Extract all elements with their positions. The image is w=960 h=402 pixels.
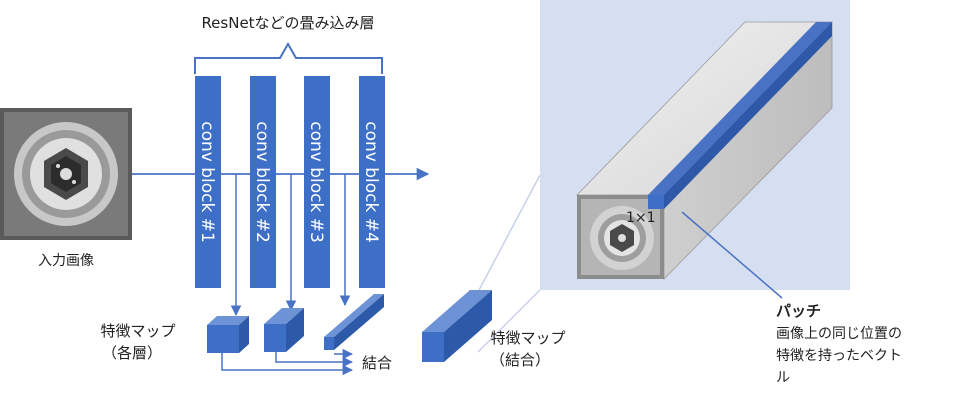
projection-line-bottom [477,289,541,353]
feature-map-1 [207,316,249,353]
input-image-label: 入力画像 [38,253,94,269]
conv-block-label: conv block #2 [252,121,272,243]
layers-title: ResNetなどの畳み込み層 [201,14,374,32]
conv-block-4: conv block #4 [359,76,385,288]
projection-line-top [477,174,541,293]
layers-bracket [194,41,383,74]
conv-block-label: conv block #3 [306,121,326,243]
feature-maps-label: 特徴マップ [100,322,175,340]
feature-maps-sublabel: （各層） [102,344,162,362]
zoomed-cuboid [576,21,833,280]
conv-block-1: conv block #1 [195,76,221,288]
patch-desc-line2: 特徴を持ったベクト [776,348,902,364]
conv-block-2: conv block #2 [250,76,276,288]
patch-leader-line [681,211,783,299]
patch-desc-line1: 画像上の同じ位置の [776,326,902,342]
feature-map-2 [264,308,304,352]
concat-label: 結合 [362,354,392,372]
conv-block-label: conv block #4 [361,121,381,243]
patch-desc-line3: ル [776,370,790,386]
input-image [0,108,132,240]
combined-label: 特徴マップ [490,329,565,347]
feature-map-3 [324,294,384,350]
conv-block-3: conv block #3 [304,76,330,288]
concat-line-1 [221,353,354,376]
combined-feature-map [422,290,492,362]
conv-block-label: conv block #1 [197,121,217,243]
patch-size-label: 1×1 [626,210,656,226]
patch-strip [648,22,832,195]
patch-title: パッチ [776,302,821,320]
combined-sublabel: （結合） [490,351,550,369]
concat-line-2 [275,352,354,368]
